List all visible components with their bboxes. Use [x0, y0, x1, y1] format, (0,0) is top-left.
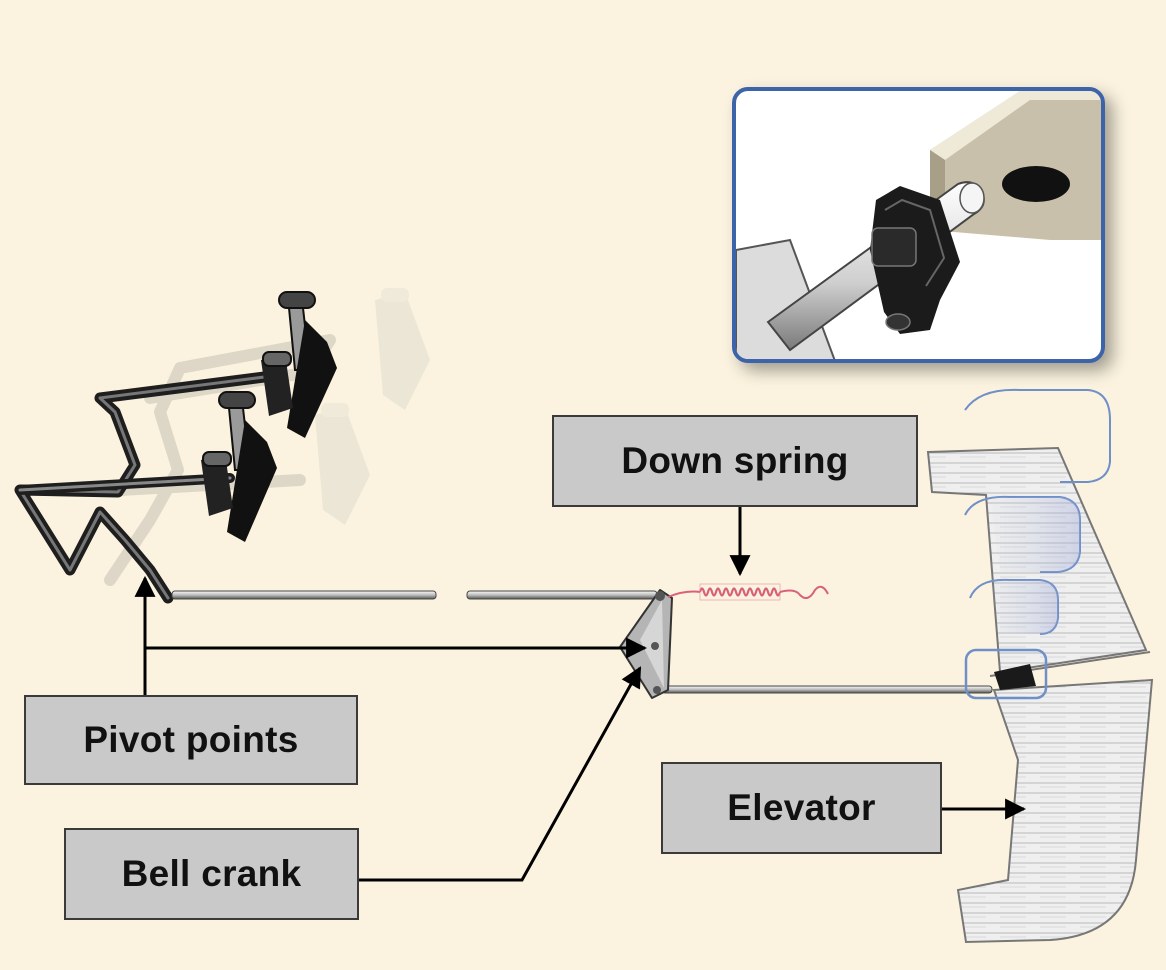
- bell-crank: [619, 589, 673, 699]
- hinge-shading: [990, 497, 1080, 634]
- yoke-horn-lower: [201, 391, 277, 542]
- arrow-bell-crank: [359, 666, 642, 882]
- control-yoke-ghost: [104, 288, 430, 586]
- yoke-horn-upper: [261, 291, 337, 438]
- down-spring-label: Down spring: [552, 415, 918, 507]
- label-arrows: [134, 507, 1027, 882]
- push-rod-upper: [171, 590, 658, 600]
- control-yoke: [14, 291, 337, 604]
- elevator-label: Elevator: [661, 762, 942, 854]
- push-rod-lower: [661, 685, 993, 694]
- down-spring: [667, 583, 829, 601]
- pivot-points-label: Pivot points: [24, 695, 358, 785]
- bell-crank-label: Bell crank: [64, 828, 359, 920]
- hinge-detail-inset: [732, 87, 1105, 363]
